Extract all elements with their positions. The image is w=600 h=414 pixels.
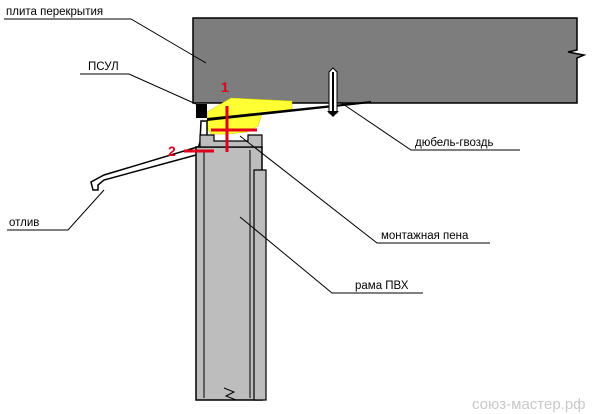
leader-foam <box>239 135 490 244</box>
pvc-frame <box>195 134 267 401</box>
leader-dowel <box>339 101 520 151</box>
marker-1-label: 1 <box>221 79 229 95</box>
label-foam: монтажная пена <box>381 230 469 242</box>
concrete-slab <box>192 17 587 104</box>
watermark: союз-мастер.рф <box>472 396 586 413</box>
marker-cross-1 <box>211 106 257 152</box>
label-dowel: дюбель-гвоздь <box>415 137 494 149</box>
leader-frame <box>239 216 423 294</box>
leader-slab <box>4 18 207 64</box>
label-drip: отлив <box>9 217 39 229</box>
drip-profile <box>90 120 208 191</box>
label-frame: рама ПВХ <box>355 280 409 292</box>
leader-psul <box>80 73 197 105</box>
leader-drip <box>7 189 105 231</box>
marker-2-label: 2 <box>168 143 176 159</box>
psul-tape <box>196 104 207 118</box>
leader-lines <box>4 18 520 294</box>
dowel-nail <box>327 67 339 117</box>
label-slab: плита перекрытия <box>6 6 103 18</box>
label-psul: ПСУЛ <box>88 61 119 73</box>
